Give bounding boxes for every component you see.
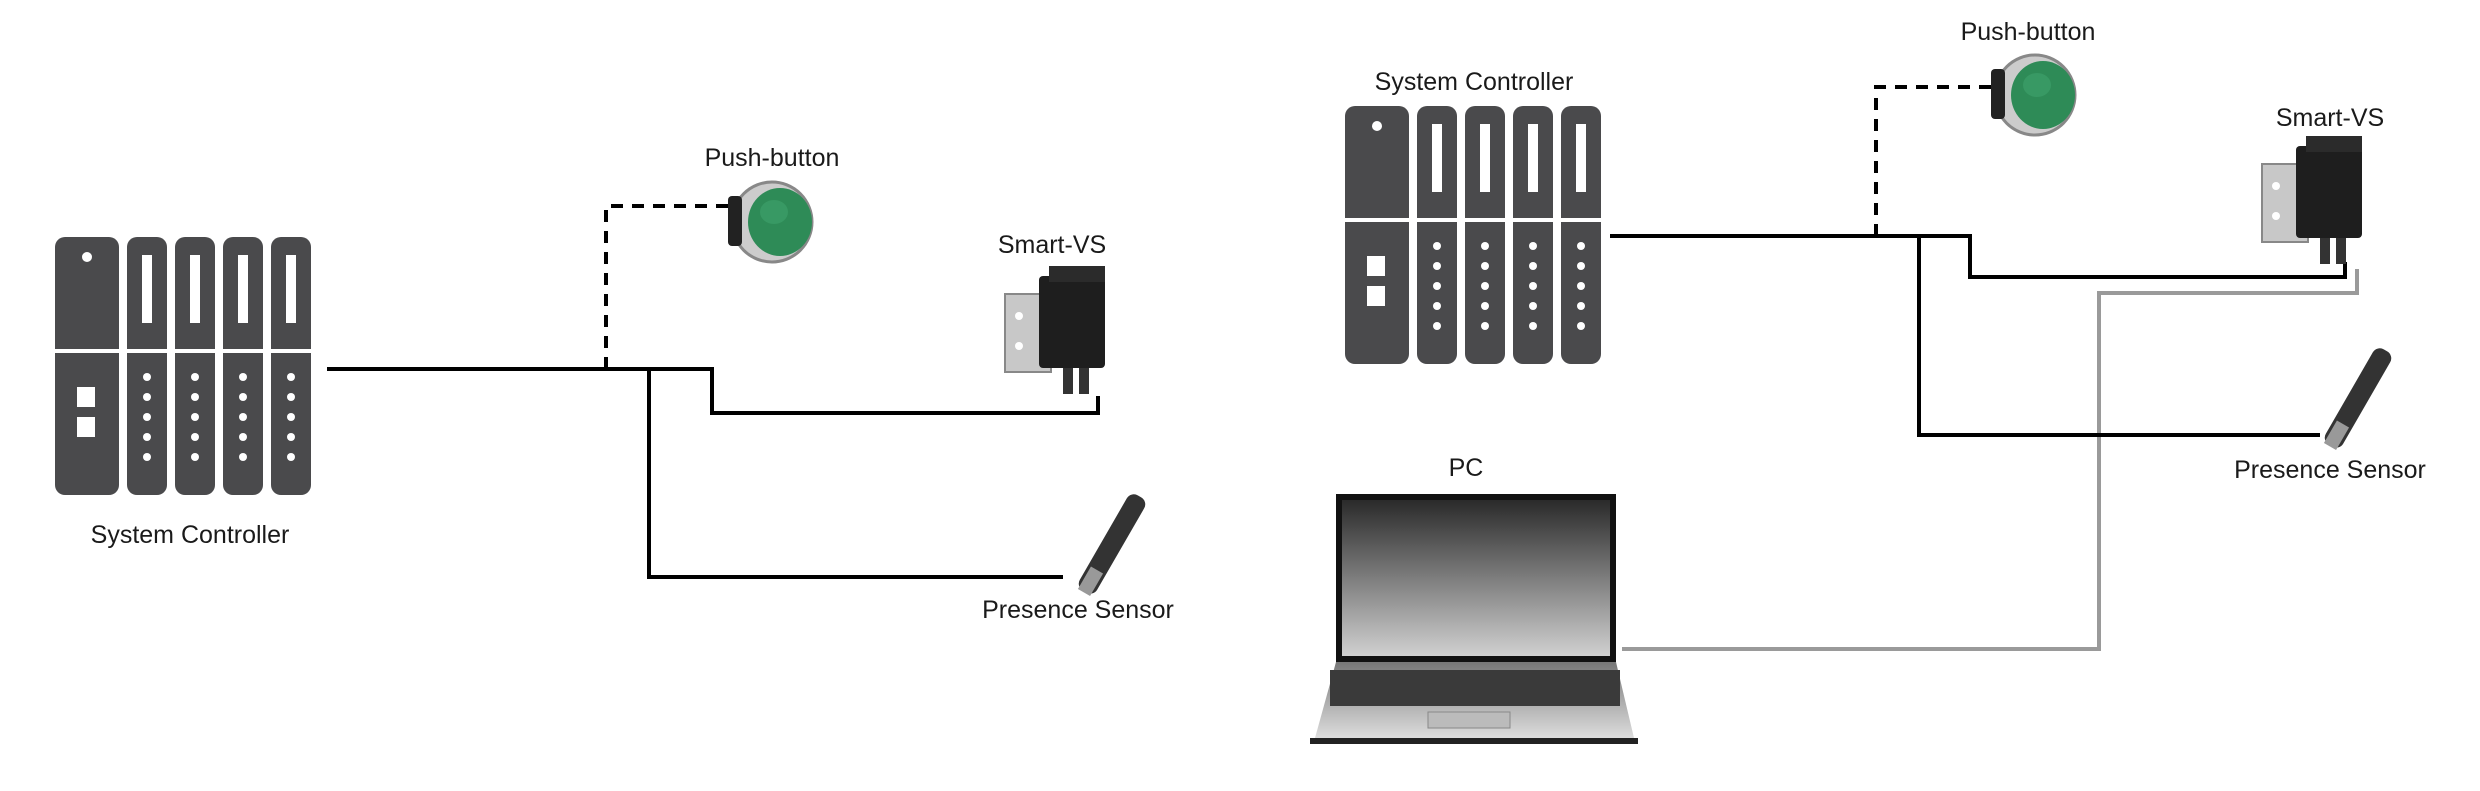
push-button-wire xyxy=(604,204,728,369)
push-button-wire xyxy=(1874,85,1993,236)
main-bus-wire xyxy=(1610,234,2347,279)
smart-vs-label: Smart-VS xyxy=(2276,104,2384,132)
diagram-with-pc: System Controller Push-button Smart-VS P… xyxy=(1310,18,2426,744)
presence-sensor-label: Presence Sensor xyxy=(982,596,1174,624)
smart-vs-icon xyxy=(1004,265,1106,395)
sensor-wire xyxy=(1917,236,2320,437)
laptop-icon xyxy=(1310,494,1638,744)
smart-vs-label: Smart-VS xyxy=(998,231,1106,259)
ethernet-wire xyxy=(1622,269,2359,651)
presence-sensor-icon xyxy=(2321,345,2395,451)
system-controller-label: System Controller xyxy=(91,521,290,549)
main-bus-wire xyxy=(327,367,1100,415)
sensor-wire xyxy=(647,369,1063,579)
smart-vs-icon xyxy=(2261,135,2363,265)
push-button-icon xyxy=(726,180,814,264)
pc-label: PC xyxy=(1449,454,1484,482)
system-controller-label: System Controller xyxy=(1375,68,1574,96)
presence-sensor-label: Presence Sensor xyxy=(2234,456,2426,484)
diagram-standalone: System Controller Push-button Smart-VS P… xyxy=(55,144,1174,624)
push-button-icon xyxy=(1989,53,2077,137)
system-controller-icon xyxy=(1345,106,1601,364)
push-button-label: Push-button xyxy=(1961,18,2096,46)
presence-sensor-icon xyxy=(1075,491,1149,597)
push-button-label: Push-button xyxy=(705,144,840,172)
system-controller-icon xyxy=(55,237,311,495)
